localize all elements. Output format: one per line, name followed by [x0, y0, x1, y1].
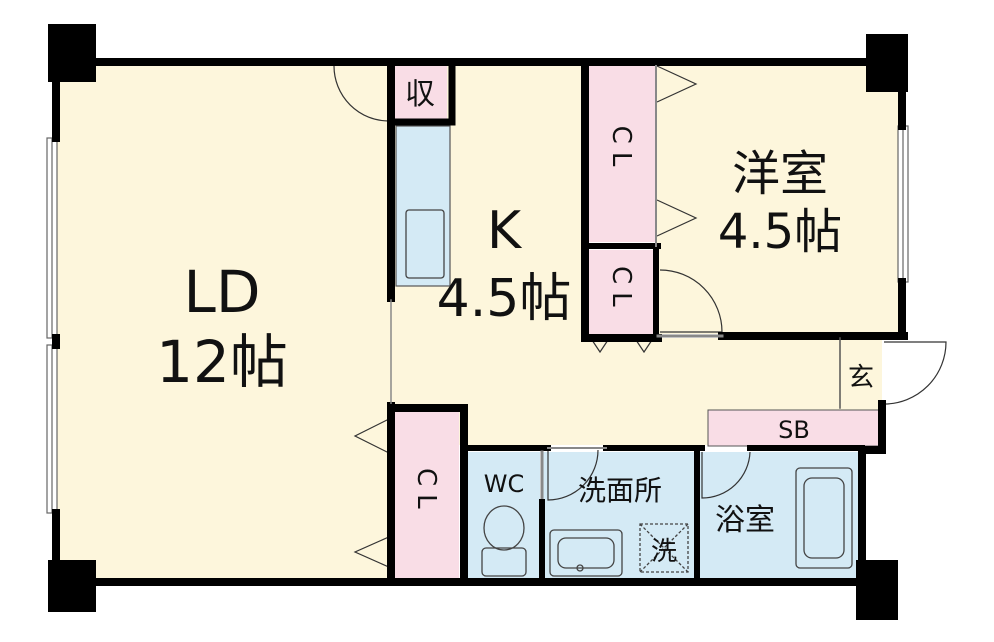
toilet-bowl: [483, 505, 525, 551]
washer-pan: [639, 523, 689, 573]
kitchen-size: 4.5帖: [437, 269, 572, 329]
cl-top-door: [656, 65, 698, 237]
western-name: 洋室: [732, 146, 828, 202]
toilet-floor: [468, 452, 540, 578]
toilet-label: WC: [484, 470, 525, 498]
cl-mid-fill: [589, 250, 655, 334]
labels: LD 12帖 K 4.5帖 洋室 4.5帖 収 CL CL CL 玄 SB WC…: [156, 77, 874, 567]
ld-door: [333, 65, 390, 122]
column-top-right: [866, 34, 908, 92]
western-size: 4.5帖: [718, 204, 842, 260]
sink-counter: [395, 125, 451, 287]
partition-kitchen-cl: [581, 62, 662, 342]
walls: [52, 58, 908, 586]
bathtub-inner: [803, 477, 845, 559]
kitchen-sink: [405, 209, 445, 279]
ld-size: 12帖: [156, 328, 288, 396]
storage-top-label: 収: [405, 77, 435, 112]
washroom-label: 洗面所: [578, 474, 662, 507]
washer-diag2: [639, 523, 689, 573]
washer-label: 洗: [651, 537, 677, 567]
cl-left-fill: [393, 410, 459, 580]
cl-left-top-wall: [387, 404, 468, 586]
toilet-tank: [481, 547, 527, 577]
western-floor: [656, 62, 902, 334]
cl-mid-door: [591, 339, 653, 354]
entrance-door: [883, 341, 947, 405]
cl-mid-label: CL: [606, 266, 636, 315]
ld-name: LD: [184, 258, 261, 326]
cl-top-fill: [589, 66, 655, 242]
bath-door: [701, 451, 751, 499]
storage-top-fill: [393, 66, 447, 120]
wash-basin-drain: [576, 564, 584, 572]
storage-top-wall: [387, 62, 456, 126]
washroom-door: [547, 449, 599, 501]
bathtub: [795, 467, 853, 569]
ld-floor: [56, 62, 391, 580]
entrance-label: 玄: [848, 363, 874, 393]
floor-fills: [56, 62, 902, 580]
columns: [48, 24, 908, 620]
wet-area-fills: [395, 125, 858, 578]
shoe-box-label: SB: [778, 416, 810, 444]
bath-floor: [700, 452, 858, 578]
washer-diag1: [639, 523, 689, 573]
column-bottom-left: [48, 560, 96, 612]
cl-left-door: [353, 417, 392, 569]
cl-top-label: CL: [606, 126, 636, 175]
fixtures: [405, 209, 853, 577]
kitchen-name: K: [487, 201, 523, 261]
wash-basin-inner: [557, 537, 615, 569]
entrance-floor: [842, 338, 882, 408]
wash-basin: [549, 529, 623, 577]
doors: [333, 65, 947, 569]
entrance-right-wall: [858, 400, 886, 586]
closet-fills: [393, 66, 881, 580]
western-door: [659, 269, 723, 333]
column-top-left: [48, 24, 96, 82]
column-bottom-right: [856, 560, 898, 620]
bath-label: 浴室: [715, 503, 775, 538]
washroom-floor: [542, 452, 694, 578]
cl-left-label: CL: [411, 468, 441, 517]
